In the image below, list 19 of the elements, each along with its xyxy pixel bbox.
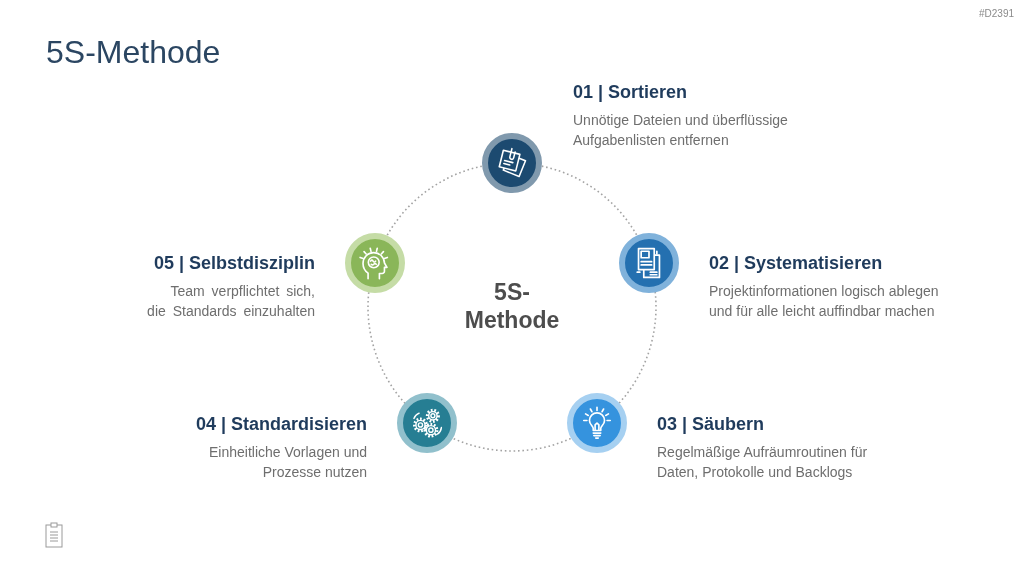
slide-title: 5S-Methode (46, 33, 221, 72)
step-heading: 03 | Säubern (657, 413, 765, 435)
step-description: Unnötige Dateien und überflüssige Aufgabenlisten entfernen (573, 111, 789, 150)
step-circle (397, 393, 458, 454)
step-description: Projektinformationen logisch ablegen und für alle leicht auffindbar machen (709, 282, 940, 321)
step-description: Einheitliche Vorlagen und Prozesse nutzen (208, 443, 367, 482)
step-description: Team verpflichtet sich, die Standards einzuhalten (146, 282, 315, 321)
dotted-connector (386, 165, 483, 236)
step-heading: 02 | Systematisieren (709, 252, 883, 274)
center-title: 5S-Methode (463, 278, 561, 334)
dotted-connector (452, 437, 572, 452)
step-circle (482, 133, 542, 193)
step-heading: 04 | Standardisieren (195, 413, 367, 435)
step-heading: 05 | Selbstdisziplin (153, 252, 315, 274)
step-heading: 01 | Sortieren (573, 81, 688, 103)
step-circle (566, 393, 627, 454)
slide-code: #D2391 (978, 7, 1014, 21)
dotted-connector (541, 165, 638, 236)
step-description: Regelmäßige Aufräumroutinen für Daten, Protokolle und Backlogs (657, 443, 869, 482)
